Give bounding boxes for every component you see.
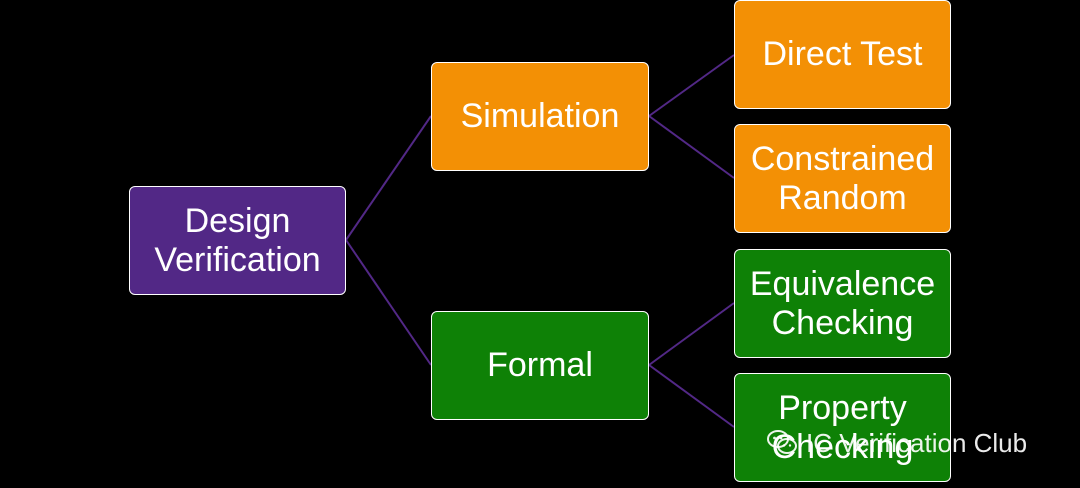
node-design-verification: Design Verification xyxy=(129,186,346,295)
node-constrained-random: Constrained Random xyxy=(734,124,951,233)
node-equivalence-checking: Equivalence Checking xyxy=(734,249,951,358)
node-formal: Formal xyxy=(431,311,649,420)
wechat-icon xyxy=(767,430,797,454)
node-direct-test: Direct Test xyxy=(734,0,951,109)
watermark: IC Verification Club xyxy=(766,425,1027,461)
connector-formal-equivalence-checking xyxy=(648,302,735,366)
watermark-text: IC Verification Club xyxy=(806,427,1028,458)
connector-root-formal xyxy=(345,239,432,366)
connector-formal-property-checking xyxy=(648,364,735,428)
connector-simulation-direct-test xyxy=(648,54,735,117)
connector-simulation-constrained-random xyxy=(648,115,735,179)
connector-root-simulation xyxy=(345,115,432,241)
node-simulation: Simulation xyxy=(431,62,649,171)
